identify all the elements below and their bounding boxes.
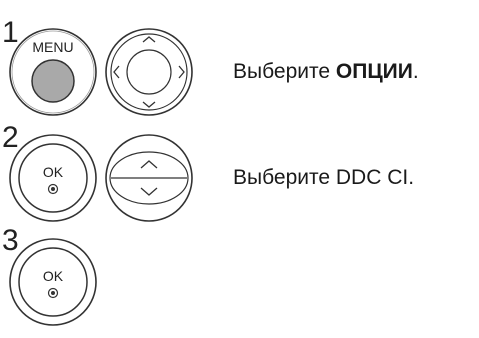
ok-button-label: OK xyxy=(43,164,64,180)
step-number-2: 2 xyxy=(2,121,19,154)
menu-button-icon[interactable]: MENU xyxy=(7,26,99,118)
up-down-navigation-icon[interactable] xyxy=(103,132,195,224)
step-2-instruction: Выберите DDC CI. xyxy=(233,166,415,189)
ok-button-label: OK xyxy=(43,268,64,284)
menu-option-name: ОПЦИИ xyxy=(335,60,413,83)
menu-button-label: MENU xyxy=(32,39,73,55)
ok-button-icon[interactable]: OK xyxy=(7,236,99,328)
step-1-instruction: Выберите ОПЦИИ. xyxy=(233,60,419,83)
ok-button-icon[interactable]: OK xyxy=(7,132,99,224)
step-number-3: 3 xyxy=(2,224,19,257)
step-number-1: 1 xyxy=(2,16,19,49)
four-way-navigation-icon[interactable] xyxy=(103,26,195,118)
